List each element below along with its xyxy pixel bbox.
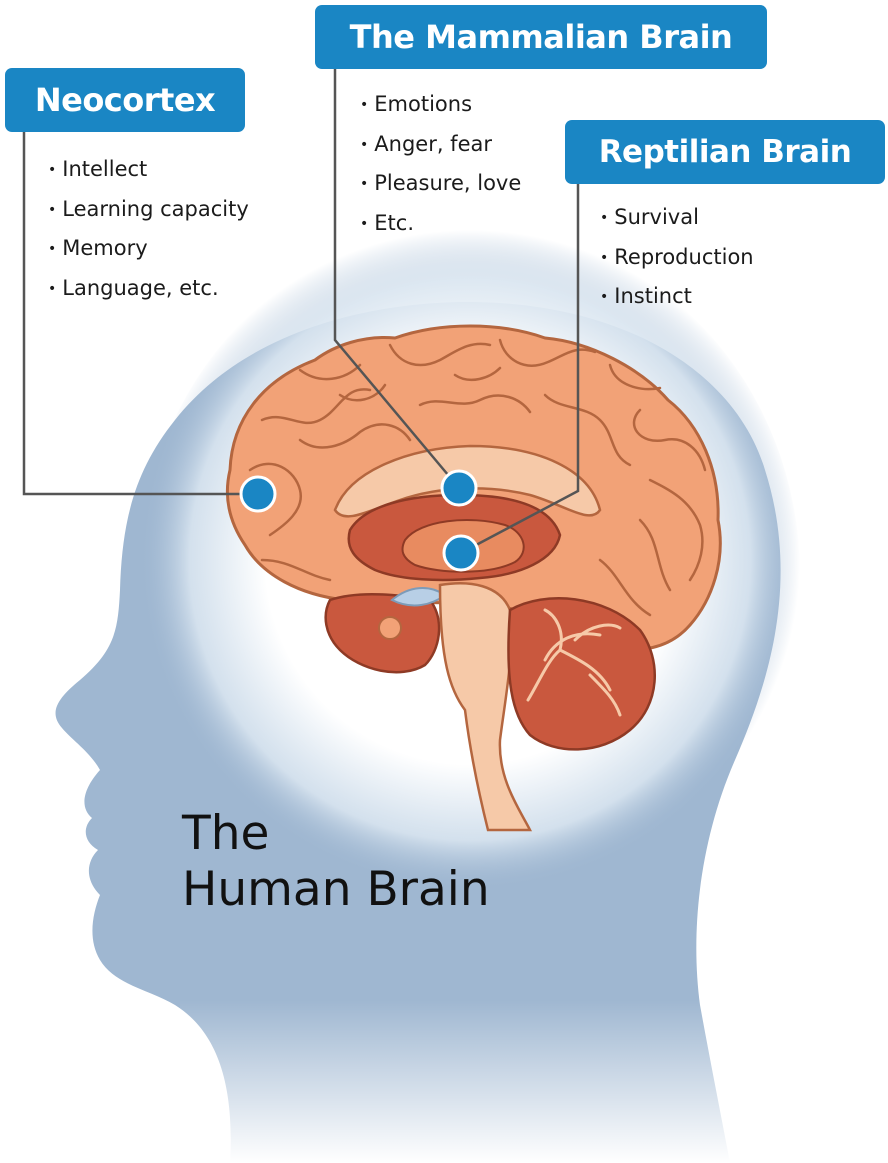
reptilian-title: Reptilian Brain <box>599 134 852 170</box>
mammalian-title: The Mammalian Brain <box>350 18 733 56</box>
list-item: Pleasure, love <box>360 164 521 204</box>
mammalian-marker <box>442 471 476 505</box>
neocortex-title: Neocortex <box>35 81 215 119</box>
reptilian-title-box: Reptilian Brain <box>565 120 885 184</box>
mammalian-list: Emotions Anger, fear Pleasure, love Etc. <box>360 85 521 243</box>
list-item: Anger, fear <box>360 125 521 165</box>
main-title-line2: Human Brain <box>182 862 490 918</box>
reptilian-marker <box>444 536 478 570</box>
list-item: Instinct <box>600 277 754 317</box>
neocortex-list: Intellect Learning capacity Memory Langu… <box>48 150 249 308</box>
pituitary <box>379 617 401 639</box>
list-item: Memory <box>48 229 249 269</box>
list-item: Intellect <box>48 150 249 190</box>
list-item: Emotions <box>360 85 521 125</box>
list-item: Etc. <box>360 204 521 244</box>
list-item: Survival <box>600 198 754 238</box>
reptilian-list: Survival Reproduction Instinct <box>600 198 754 317</box>
main-title-line1: The <box>182 806 490 862</box>
list-item: Learning capacity <box>48 190 249 230</box>
list-item: Language, etc. <box>48 269 249 309</box>
list-item: Reproduction <box>600 238 754 278</box>
mammalian-title-box: The Mammalian Brain <box>315 5 767 69</box>
neocortex-marker <box>241 477 275 511</box>
main-title: The Human Brain <box>182 806 490 918</box>
neocortex-title-box: Neocortex <box>5 68 245 132</box>
